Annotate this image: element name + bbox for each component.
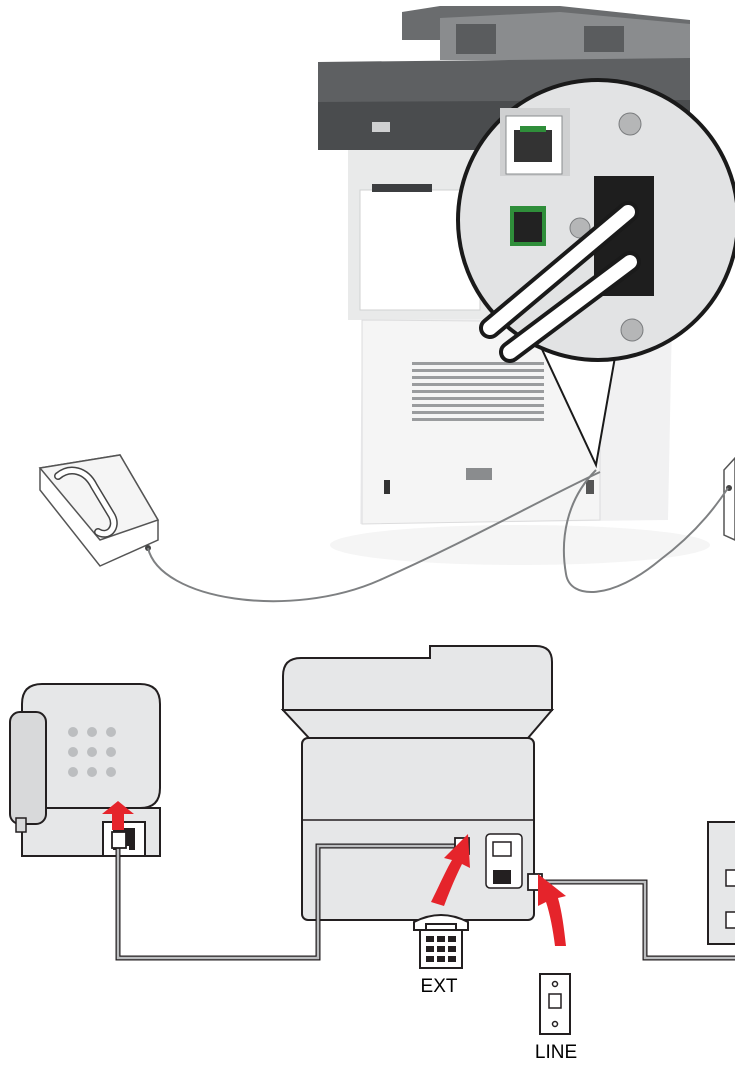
- ethernet-port: [506, 116, 562, 174]
- ext-label: EXT: [421, 976, 458, 997]
- phone-photo: [40, 455, 158, 566]
- wall-line-symbol: LINE: [535, 974, 577, 1063]
- wall-jack-icon: [708, 822, 735, 944]
- wall-jack-photo: [724, 458, 735, 540]
- phone-ext-symbol: EXT: [414, 915, 468, 997]
- line-label: LINE: [535, 1042, 577, 1063]
- telephone-icon: [10, 684, 160, 856]
- mfp-icon: [283, 646, 552, 920]
